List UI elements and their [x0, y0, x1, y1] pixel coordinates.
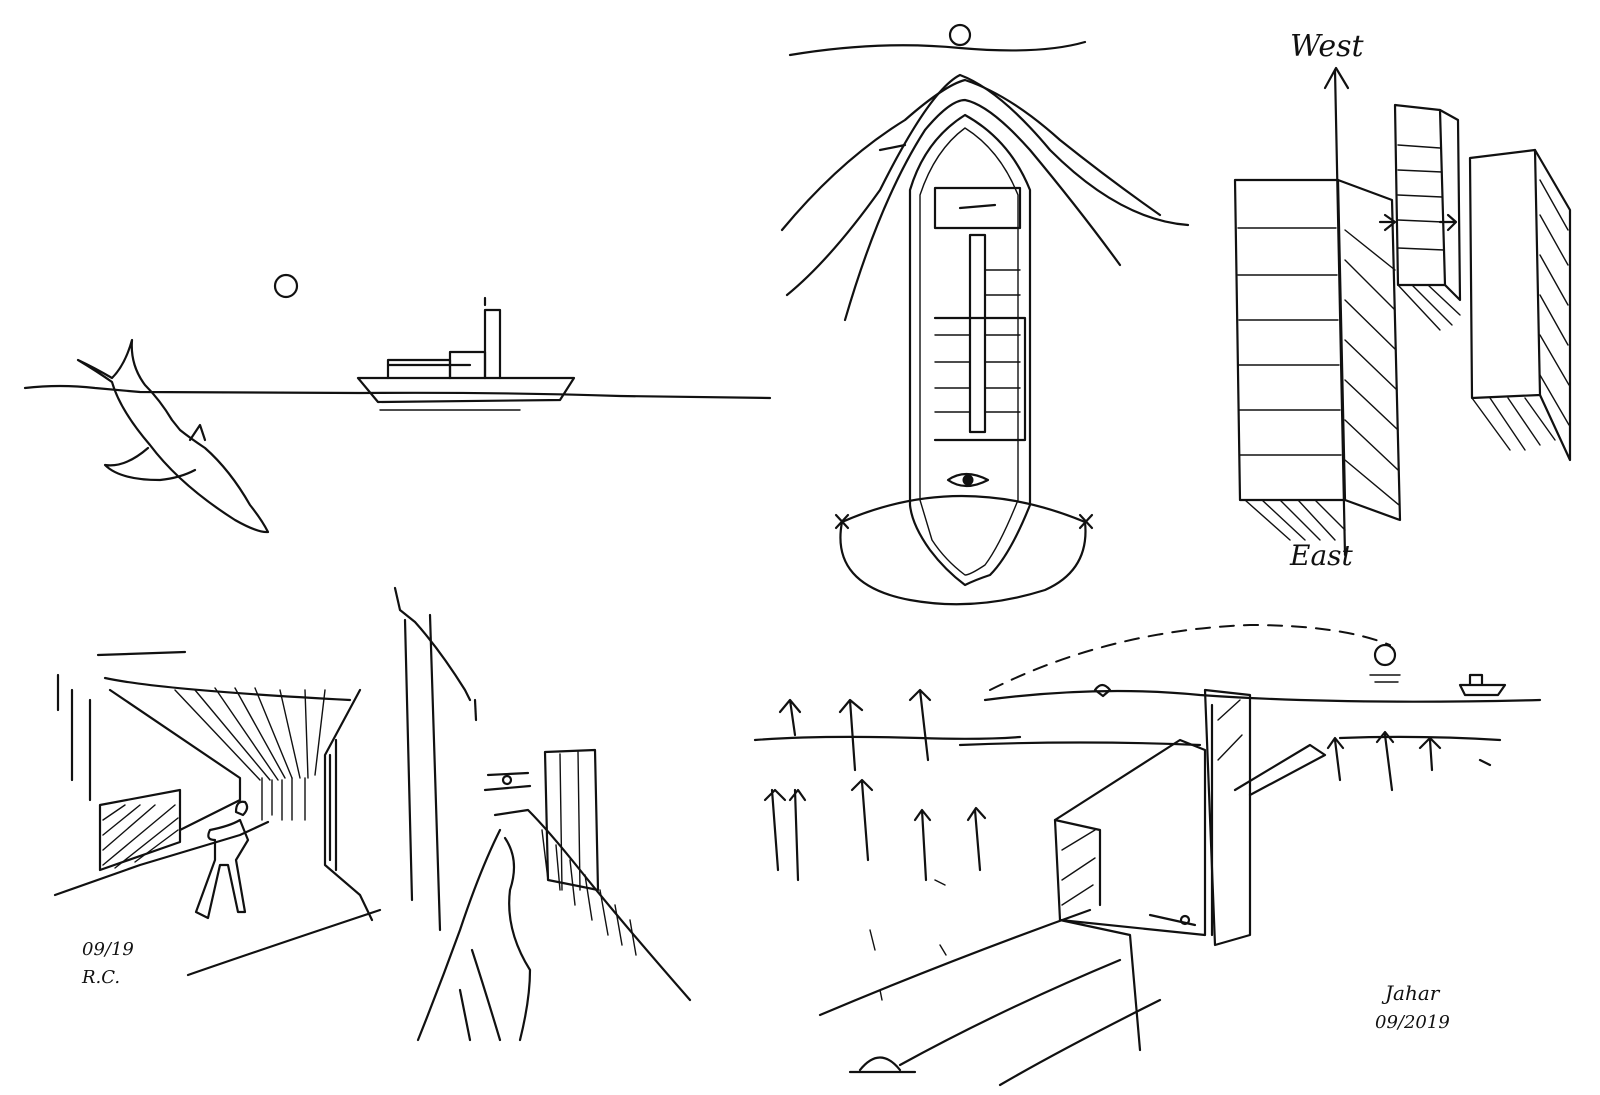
building-west: [1233, 178, 1402, 541]
sketch-orientation: West East: [1233, 29, 1572, 572]
tower-building: [1203, 688, 1252, 947]
sketch-ship-plan: [780, 23, 1190, 606]
eye-icon: [946, 472, 990, 488]
sun-path: [989, 623, 1391, 691]
initials-left: R.C.: [81, 967, 120, 988]
horizon-line: [23, 384, 772, 400]
view-arc: [840, 494, 1087, 524]
north-label: West: [1290, 29, 1365, 64]
building-middle: [1378, 103, 1462, 331]
sketch-whale-ship: [23, 273, 772, 534]
trees: [763, 688, 1492, 1001]
building-east: [1438, 148, 1572, 462]
arrow-up-icon: [1323, 66, 1350, 90]
person-icon: [194, 800, 250, 920]
ship-icon: [356, 296, 576, 411]
signature-right: Jahar: [1381, 981, 1441, 1005]
whale-icon: [76, 338, 270, 534]
sketch-landscape: Jahar 09/2019: [753, 623, 1542, 1087]
long-building: [1053, 738, 1327, 937]
sun-icon: [273, 273, 299, 299]
sun-icon: [1373, 643, 1397, 667]
ship-hull: [908, 113, 1032, 587]
date-right: 09/2019: [1375, 1012, 1450, 1033]
south-label: East: [1289, 539, 1354, 572]
sunrise-icon: [848, 1056, 917, 1074]
sun-icon: [948, 23, 972, 47]
bow-wave: [785, 73, 1190, 297]
date-left: 09/19: [82, 939, 134, 960]
sketch-corridor: 09/19 R.C.: [53, 586, 692, 1042]
